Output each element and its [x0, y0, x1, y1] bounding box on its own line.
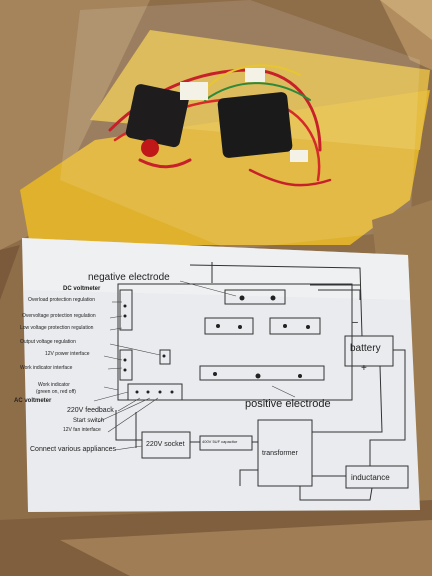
positive-electrode-label: positive electrode — [245, 398, 331, 410]
white-plug — [180, 82, 208, 100]
black-connector-left — [125, 84, 189, 148]
low-voltage-protection-label: Low voltage protection regulation — [20, 325, 94, 331]
inductance-label: inductance — [351, 473, 390, 482]
socket-220v-label: 220V socket — [146, 441, 185, 448]
transformer-label: transformer — [262, 450, 298, 457]
start-switch-label: Start switch — [73, 418, 105, 424]
green-red-label: (green on, red off) — [36, 389, 76, 395]
black-connector-right — [217, 92, 293, 158]
battery-plus-label: + — [361, 363, 367, 374]
output-voltage-label: Output voltage regulation — [20, 339, 76, 345]
dc-voltmeter-label: DC voltmeter — [63, 286, 101, 292]
negative-electrode-label: negative electrode — [88, 272, 170, 283]
battery-minus-label: − — [352, 317, 359, 329]
overload-protection-label: Overload protection regulation — [28, 297, 95, 303]
capacitor-label: 400V 5UF capacitor — [202, 439, 238, 444]
overvoltage-protection-label: Overvoltage protection regulation — [22, 313, 96, 319]
ac-voltmeter-label: AC voltmeter — [14, 398, 52, 404]
instruction-sheet — [22, 238, 420, 512]
power-12v-label: 12V power interface — [45, 351, 90, 357]
feedback-220v-label: 220V feedback — [67, 407, 114, 414]
work-indicator-interface-label: Work indicator interface — [20, 365, 73, 371]
inductance-box — [345, 465, 409, 489]
battery-label: battery — [350, 343, 381, 354]
connect-appliances-label: Connect various appliances — [30, 446, 116, 453]
fan-12v-label: 12V fan interface — [63, 427, 101, 433]
transformer-box — [257, 419, 313, 487]
battery-box — [344, 335, 394, 367]
work-indicator-label: Work indicator — [38, 382, 70, 388]
